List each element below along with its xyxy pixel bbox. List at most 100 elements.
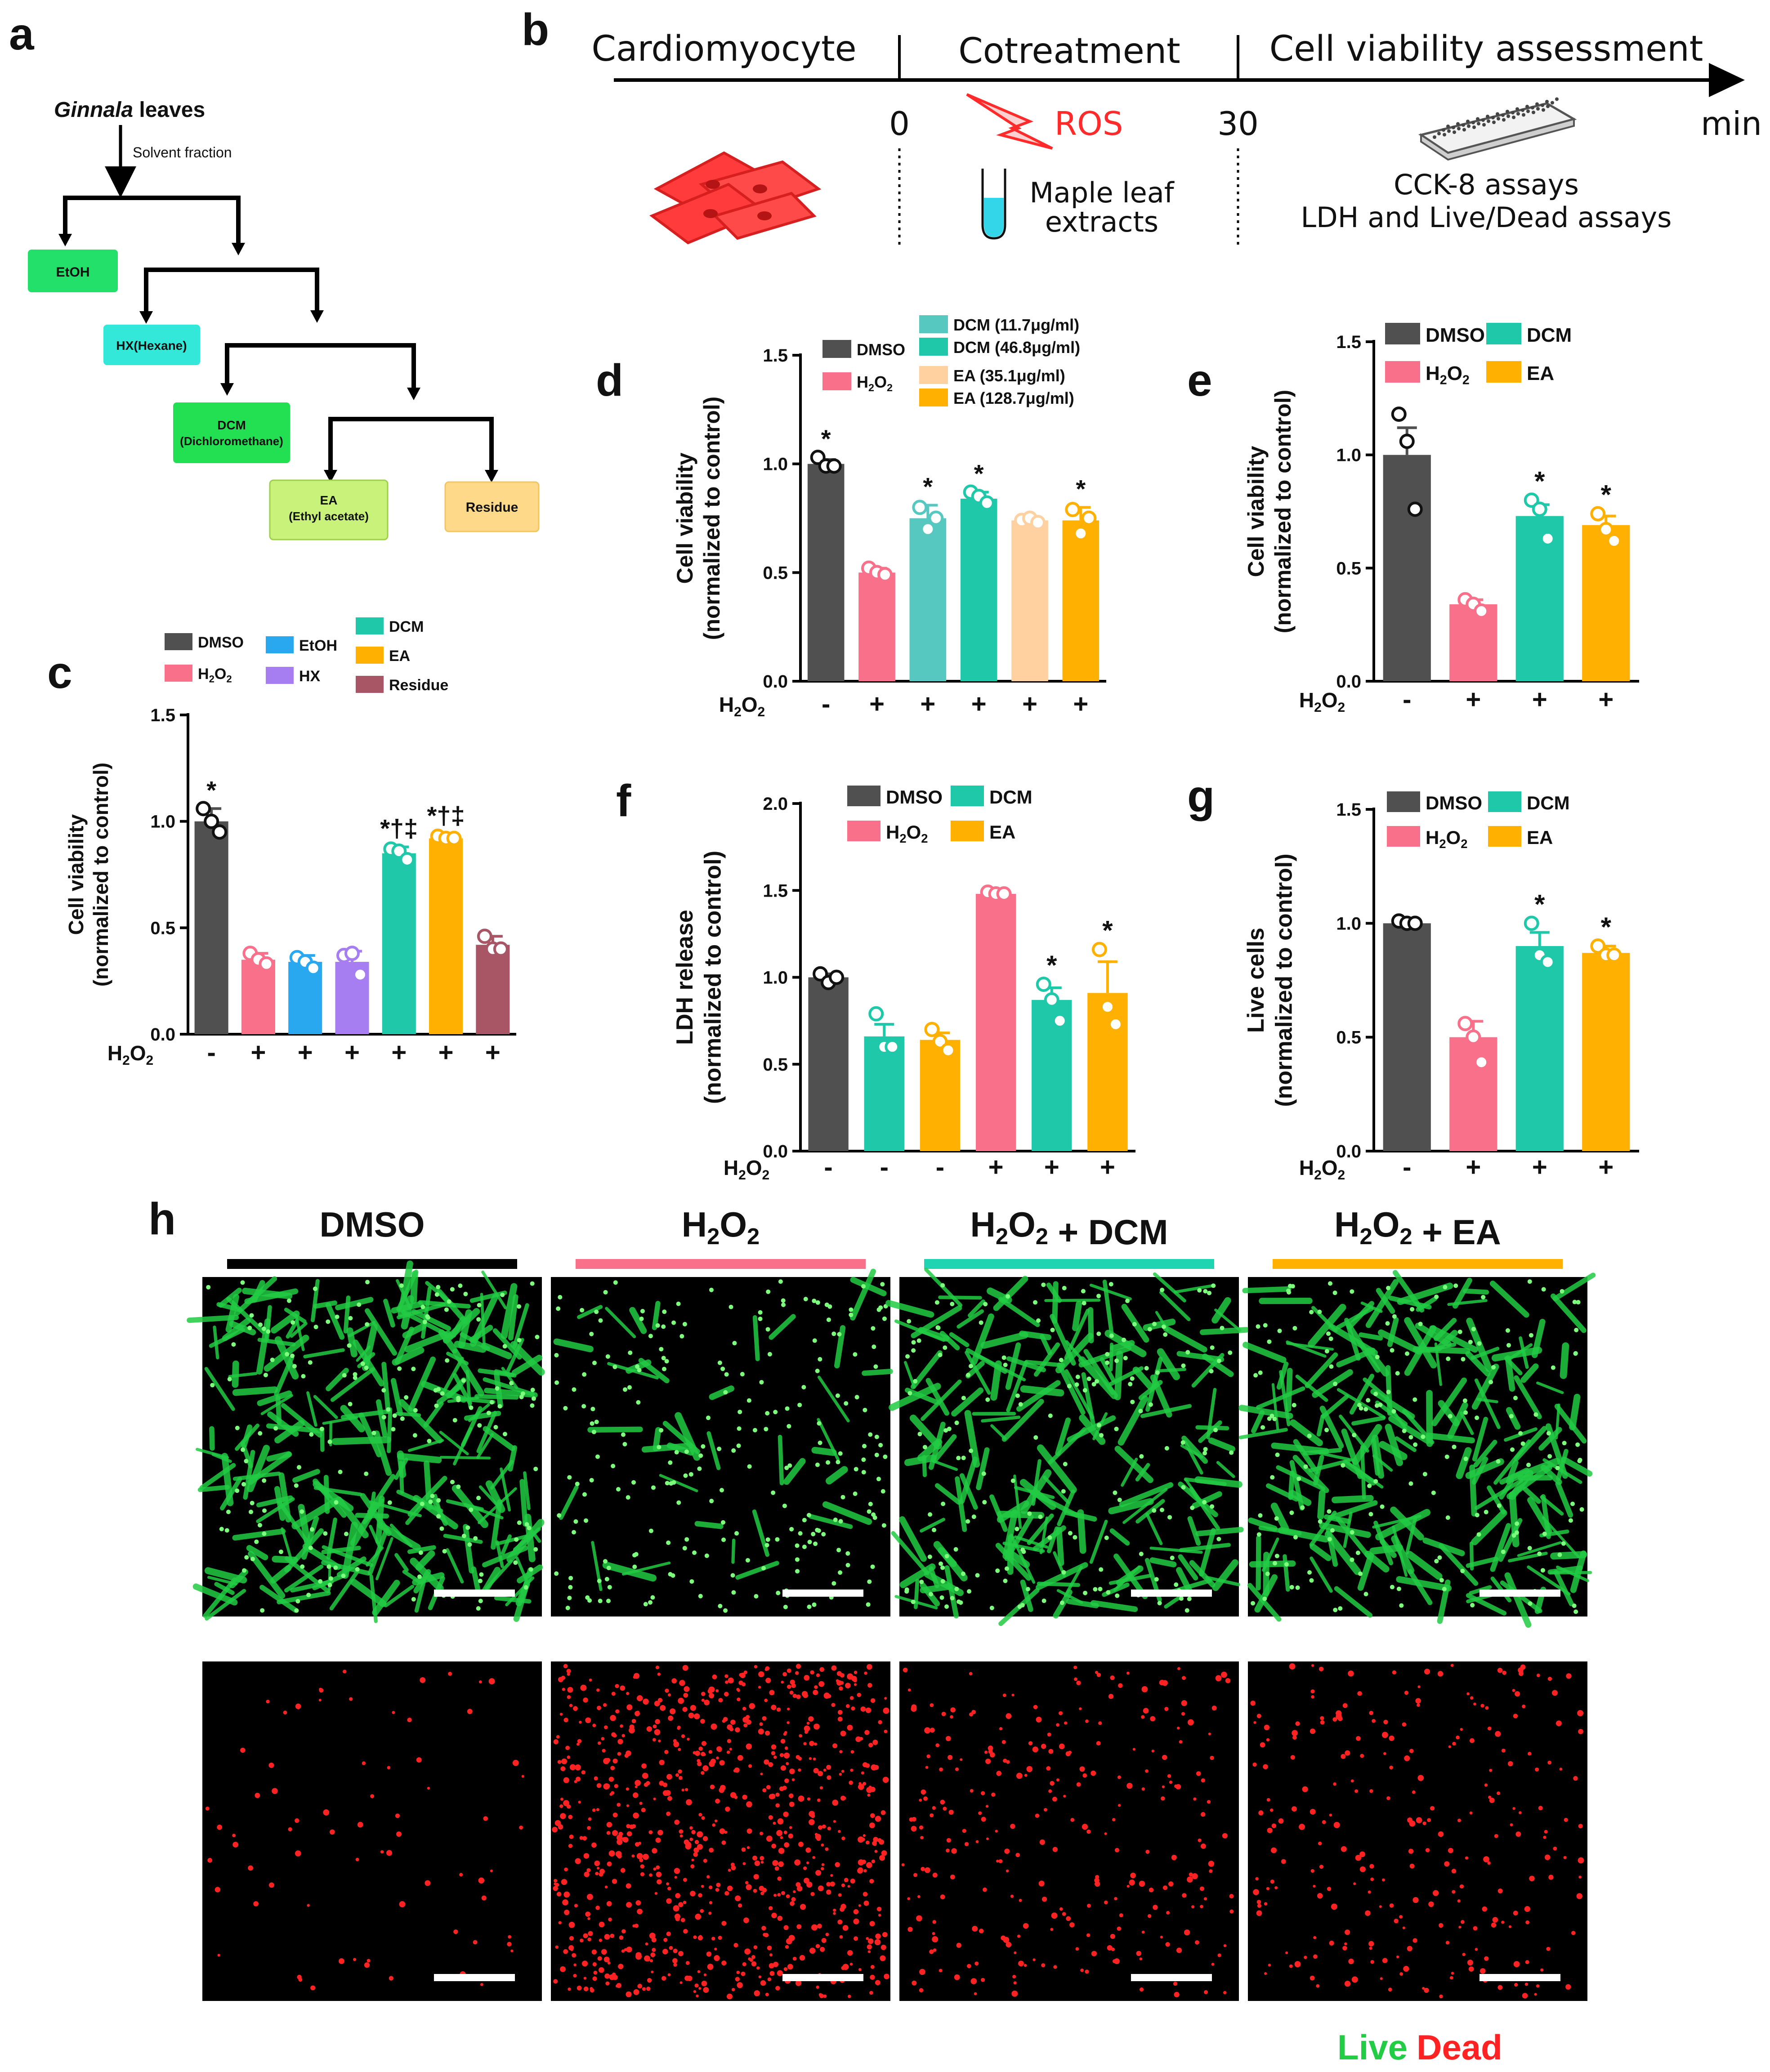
dead-cell — [681, 1788, 684, 1792]
live-nucleus — [517, 1338, 522, 1343]
dead-cell — [781, 1680, 784, 1684]
dead-cell — [1333, 1782, 1336, 1786]
dead-cell — [407, 1717, 412, 1723]
dead-cell — [760, 1891, 764, 1895]
dead-cell — [599, 1869, 605, 1874]
live-nucleus — [765, 1411, 770, 1416]
dead-cell — [1006, 1942, 1012, 1948]
live-nucleus — [1476, 1532, 1481, 1537]
dead-cell — [864, 1671, 867, 1675]
live-cell — [1334, 1586, 1373, 1618]
dead-cell — [1487, 1726, 1492, 1731]
legend-label: DCM — [989, 786, 1032, 808]
dead-cell — [798, 1756, 802, 1761]
live-nucleus — [568, 1585, 573, 1590]
dead-cell — [595, 1871, 599, 1876]
node-etoh — [28, 250, 118, 292]
live-cell — [484, 1388, 538, 1398]
live-nucleus — [294, 1483, 299, 1488]
live-cell — [1490, 1576, 1512, 1603]
dead-cell — [1184, 1929, 1190, 1936]
live-nucleus — [1061, 1570, 1066, 1575]
dead-cell — [1515, 1691, 1520, 1697]
dead-cell — [1354, 1789, 1359, 1793]
live-cell — [933, 1541, 968, 1581]
dead-cell — [1470, 1696, 1474, 1700]
live-nucleus — [606, 1599, 611, 1603]
data-point — [212, 824, 228, 840]
live-cell — [1365, 1347, 1390, 1377]
dead-cell — [1310, 1975, 1315, 1981]
live-nucleus — [333, 1565, 338, 1570]
dead-cell — [1403, 1965, 1409, 1972]
dead-cell — [1118, 1683, 1123, 1688]
dead-cell — [996, 1771, 1002, 1776]
dead-cell — [650, 1952, 656, 1957]
live-nucleus — [434, 1403, 439, 1408]
dead-cell — [805, 1847, 811, 1853]
dead-cell — [673, 1905, 679, 1911]
live-cell — [1302, 1447, 1342, 1456]
dead-cell — [1036, 1716, 1042, 1723]
dead-cell — [721, 1840, 726, 1845]
dead-cell — [796, 1664, 800, 1668]
dead-cell — [1085, 1969, 1089, 1974]
live-cell — [286, 1319, 299, 1339]
dead-cell — [1229, 1893, 1234, 1898]
dead-cell — [869, 1822, 875, 1828]
flowchart-root: Ginnala leaves — [54, 98, 205, 122]
dead-cell — [1053, 1965, 1057, 1969]
legend-dead: Dead — [1417, 2027, 1502, 2067]
live-nucleus — [1267, 1416, 1272, 1421]
live-nucleus — [795, 1569, 800, 1574]
dead-cell — [981, 1791, 985, 1795]
live-nucleus — [603, 1290, 608, 1295]
dead-cell — [930, 1703, 934, 1707]
dead-cell — [869, 1879, 874, 1884]
live-nucleus — [1003, 1362, 1008, 1367]
live-nucleus — [723, 1390, 728, 1395]
group-color-bar — [924, 1259, 1214, 1269]
live-cell — [266, 1423, 324, 1434]
legend-swatch — [266, 636, 294, 653]
live-cell — [1183, 1440, 1203, 1475]
y-tick-label: 1.0 — [763, 455, 788, 474]
data-point — [1052, 1013, 1068, 1029]
dead-cell — [787, 1684, 791, 1689]
h2o2-row-label: H2O2 — [1299, 688, 1345, 715]
dead-cell — [772, 1860, 778, 1866]
live-cell — [501, 1283, 518, 1340]
dead-cell — [771, 1744, 777, 1750]
live-cell — [1474, 1378, 1501, 1429]
dead-cell — [673, 1741, 679, 1747]
dead-cell — [399, 1901, 406, 1907]
dead-cell — [597, 1706, 601, 1710]
dead-cell — [626, 1883, 631, 1889]
dead-cell — [1217, 1953, 1221, 1957]
legend-swatch — [919, 338, 948, 356]
dead-cell — [601, 1949, 607, 1955]
live-nucleus — [732, 1341, 737, 1346]
legend-swatch — [266, 667, 294, 684]
dead-cell — [1223, 1991, 1227, 1995]
dead-cell — [1389, 1765, 1393, 1770]
dead-cell — [1108, 1694, 1114, 1699]
live-nucleus — [637, 1367, 642, 1372]
live-nucleus — [785, 1406, 790, 1411]
live-nucleus — [1263, 1323, 1268, 1328]
dead-cell — [783, 1967, 788, 1971]
dead-cell — [907, 1927, 913, 1932]
dead-cell — [1182, 1893, 1187, 1898]
dead-cell — [1488, 1795, 1492, 1799]
h2o2-row-label: H2O2 — [719, 693, 765, 719]
live-nucleus — [724, 1372, 729, 1377]
dead-cell — [1348, 1670, 1354, 1677]
dead-cell — [762, 1888, 767, 1893]
dead-cell — [1317, 1893, 1323, 1899]
live-cell — [1553, 1570, 1574, 1607]
live-cell — [959, 1456, 978, 1504]
dead-cell — [760, 1773, 763, 1776]
live-nucleus — [247, 1326, 252, 1331]
legend-label: DMSO — [857, 340, 905, 359]
